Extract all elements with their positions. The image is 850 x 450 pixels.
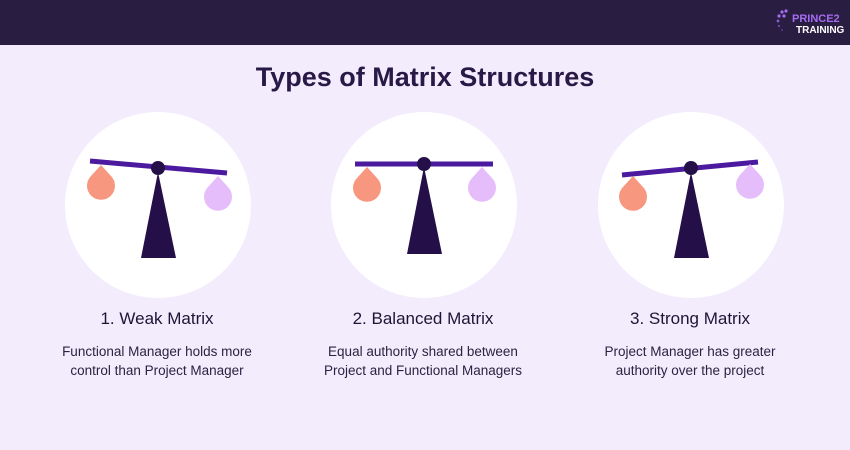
card-description: Equal authority shared between Project a… [323, 344, 523, 378]
prince2-training-logo[interactable]: PRINCE2 TRAINING [776, 8, 846, 38]
dots-logo-icon [776, 9, 788, 31]
logo-text-training: TRAINING [796, 25, 845, 36]
scale-balanced-icon [331, 112, 517, 298]
card-heading: 3. Strong Matrix [630, 309, 750, 328]
logo-text-prince2: PRINCE2 [792, 13, 840, 25]
header-bar: PRINCE2 TRAINING [0, 0, 850, 45]
scale-right-tilt-icon [598, 112, 784, 298]
page-title: Types of Matrix Structures [255, 62, 595, 92]
card-heading: 1. Weak Matrix [100, 309, 214, 328]
card-description: Functional Manager holds more control th… [62, 344, 252, 378]
scale-left-tilt-icon [65, 112, 251, 298]
card-heading: 2. Balanced Matrix [352, 309, 494, 328]
card-description: Project Manager has greater authority ov… [604, 344, 776, 378]
